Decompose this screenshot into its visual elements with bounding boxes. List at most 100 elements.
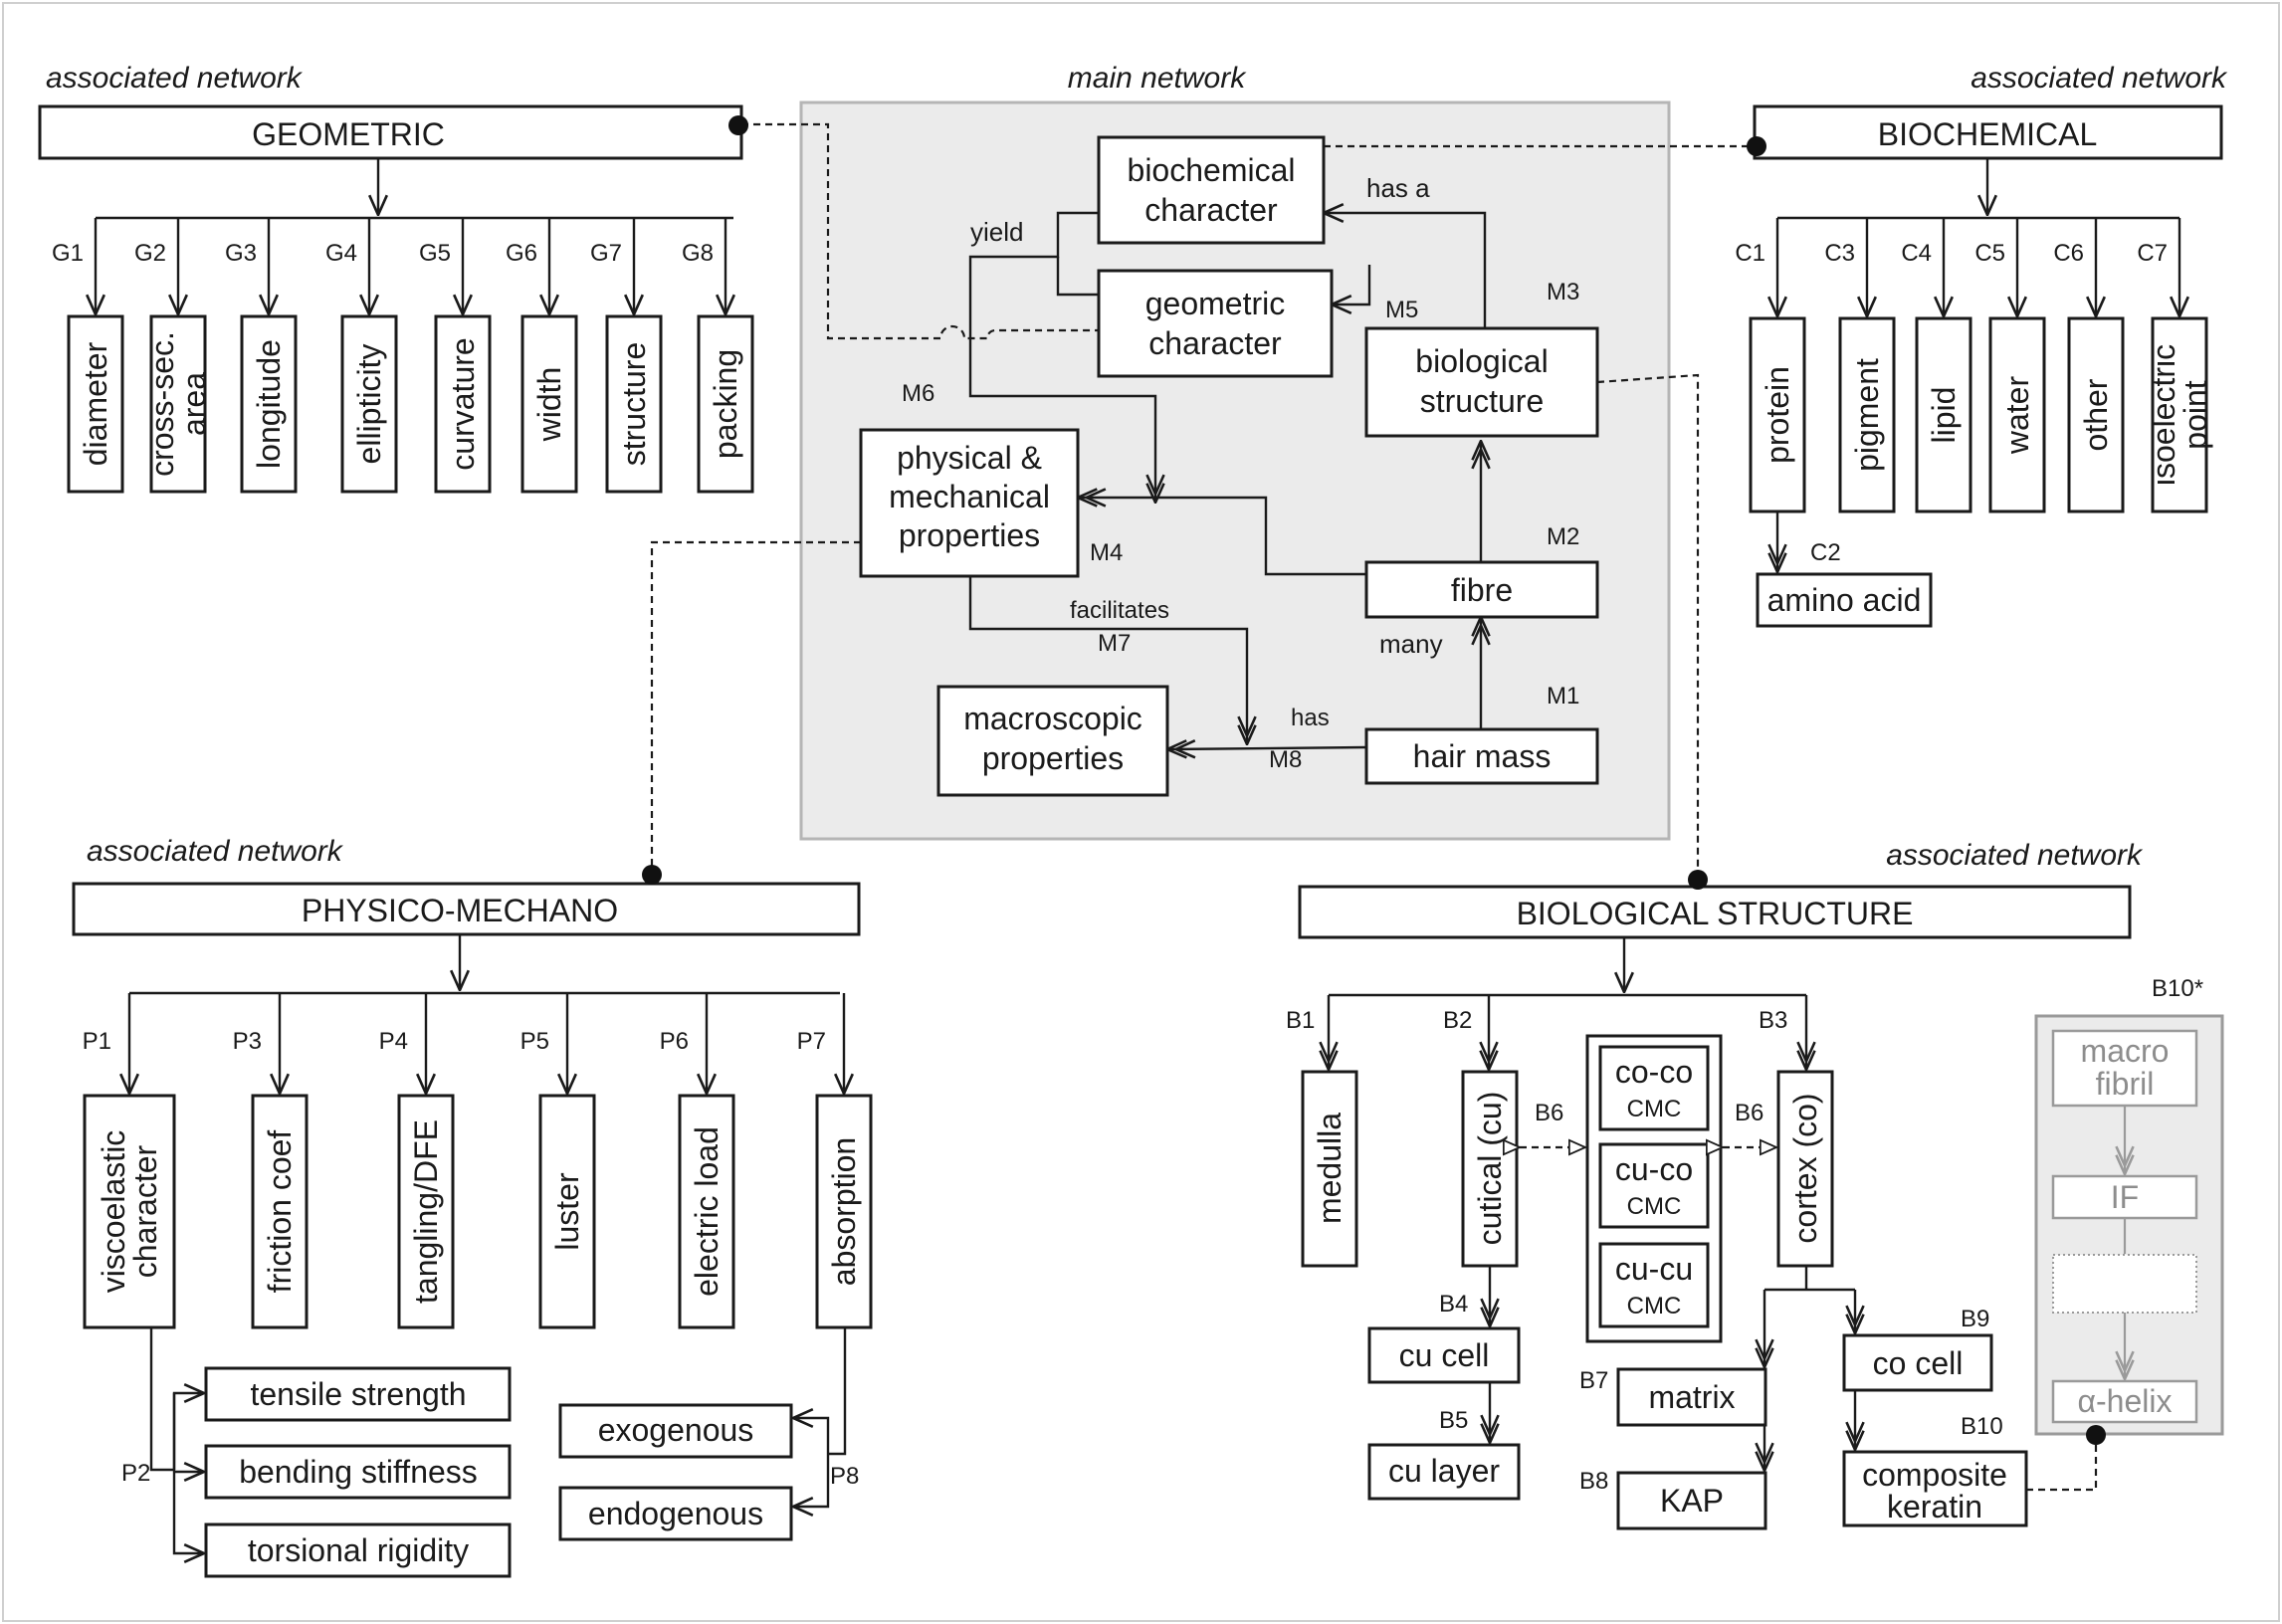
physico-label-p4-0: tangling/DFE	[408, 1119, 444, 1304]
b10-star-if	[2051, 1174, 2198, 1220]
id-c2: C2	[1810, 539, 1841, 566]
box-endogenous	[558, 1486, 793, 1541]
physico-id-p7: P7	[797, 1028, 826, 1055]
geometric-header: associated network	[46, 62, 304, 95]
node-fibre-label: fibre	[1451, 572, 1513, 608]
id-b4: B4	[1439, 1291, 1468, 1318]
main-network: main network biochemical character geome…	[799, 62, 1671, 841]
physico-id-p3: P3	[233, 1028, 262, 1055]
cmc-box-1	[1598, 1142, 1710, 1229]
node-macroscopic-l2: properties	[982, 740, 1124, 776]
physico-id-p4: P4	[379, 1028, 408, 1055]
id-b6-left: B6	[1535, 1100, 1563, 1126]
geometric-box-g2	[149, 314, 207, 494]
cmc-top-0: co-co	[1615, 1054, 1693, 1090]
geometric-item-g4: G4 ellipticity	[325, 218, 398, 494]
node-biological-structure-l1: biological	[1415, 343, 1548, 379]
node-physical-mechanical-l2: mechanical	[889, 479, 1050, 514]
biochemical-box-c1	[1749, 316, 1806, 513]
geometric-network: associated network GEOMETRIC G1diameterG…	[38, 62, 754, 494]
geometric-id-g7: G7	[590, 240, 622, 267]
b10-star-if-label: IF	[2111, 1179, 2139, 1215]
label-amino-acid: amino acid	[1767, 582, 1922, 618]
geometric-box-g1	[67, 314, 124, 494]
label-medulla: medulla	[1312, 1113, 1348, 1224]
box-cu-cell	[1367, 1326, 1521, 1384]
edge-p8-stem	[828, 1327, 847, 1456]
box-cu-layer	[1367, 1443, 1521, 1501]
biochemical-box-c5	[1988, 316, 2046, 513]
physico-id-p5: P5	[520, 1028, 549, 1055]
biological-title: BIOLOGICAL STRUCTURE	[1517, 896, 1914, 931]
node-hair-mass-label: hair mass	[1413, 738, 1552, 774]
biochemical-id-c1: C1	[1735, 240, 1765, 267]
geometric-item-g8: G8 packing	[682, 218, 754, 494]
biochemical-label-c6-0: other	[2078, 378, 2114, 451]
id-m4: M4	[1090, 539, 1123, 566]
edge-m5-geometric	[1332, 265, 1371, 304]
geometric-id-g8: G8	[682, 240, 714, 267]
b10-star-alpha-helix-label: α-helix	[2078, 1383, 2173, 1419]
label-tensile-strength: tensile strength	[250, 1376, 466, 1412]
geometric-box-g6	[520, 314, 578, 494]
id-m5: M5	[1385, 297, 1418, 323]
biochemical-label-c5-0: water	[1999, 376, 2035, 456]
geometric-label-g7-0: structure	[616, 342, 652, 466]
geometric-label-g8-0: packing	[708, 349, 743, 459]
edge-p2-top	[172, 1393, 204, 1470]
physico-label-p3-0: friction coef	[262, 1130, 298, 1294]
geometric-id-g4: G4	[325, 240, 357, 267]
node-biochemical-character-l2: character	[1144, 192, 1278, 228]
biochemical-box-c3	[1838, 316, 1896, 513]
cmc-bottom-1: CMC	[1627, 1193, 1682, 1220]
geometric-id-g2: G2	[134, 240, 166, 267]
cmc-box-2	[1598, 1242, 1710, 1328]
physico-item-p3: P3 friction coef	[233, 993, 309, 1329]
edge-p8-top	[793, 1418, 830, 1454]
node-biochemical-character	[1097, 135, 1326, 245]
id-m1: M1	[1547, 683, 1579, 710]
box-cortex	[1776, 1070, 1834, 1268]
node-hair-mass	[1364, 727, 1599, 785]
geometric-label-g4-0: ellipticity	[351, 344, 387, 465]
cross-links	[642, 115, 2106, 1492]
biochemical-label-c7-1: point	[2178, 380, 2213, 450]
node-geometric-character-l1: geometric	[1145, 286, 1286, 321]
node-physical-mechanical-l3: properties	[899, 517, 1040, 553]
biochemical-label-c7-0: isoelectric	[2146, 344, 2181, 486]
physico-title: PHYSICO-MECHANO	[302, 893, 618, 928]
main-network-header: main network	[1068, 62, 1247, 95]
link-b10-star-dot	[2086, 1425, 2106, 1445]
physico-id-p6: P6	[660, 1028, 689, 1055]
label-cu-cell: cu cell	[1399, 1337, 1490, 1373]
geometric-box-g3	[240, 314, 298, 494]
box-torsional-rigidity	[204, 1522, 512, 1578]
label-bending-stiffness: bending stiffness	[239, 1454, 478, 1490]
node-macroscopic-l1: macroscopic	[963, 701, 1142, 736]
geometric-label-g5-0: curvature	[445, 337, 481, 470]
id-b10-star: B10*	[2152, 975, 2203, 1002]
physico-label-p1-1: character	[127, 1144, 163, 1278]
node-physical-mechanical-l1: physical &	[897, 440, 1042, 476]
biochemical-title: BIOCHEMICAL	[1878, 116, 2097, 152]
b10-star-macro-fibril-l2: fibril	[2096, 1066, 2155, 1102]
physico-id-p1: P1	[83, 1028, 111, 1055]
biochemical-id-c7: C7	[2137, 240, 2168, 267]
geometric-id-g6: G6	[506, 240, 537, 267]
edge-label-has: has	[1291, 705, 1330, 731]
label-co-cell: co cell	[1873, 1345, 1964, 1381]
link-biochemical-dot	[1747, 136, 1766, 156]
box-kap	[1616, 1471, 1767, 1530]
biochemical-label-c4-0: lipid	[1926, 387, 1962, 444]
geometric-label-g3-0: longitude	[251, 339, 287, 469]
